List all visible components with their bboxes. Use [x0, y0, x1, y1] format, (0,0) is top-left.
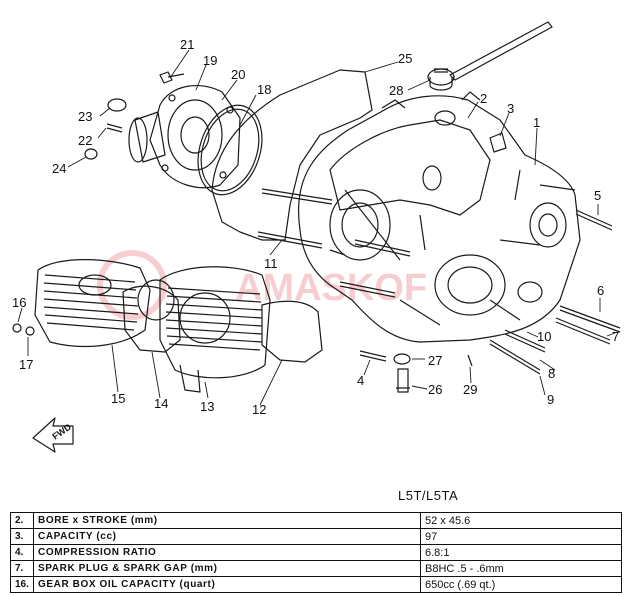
intake-spigot-part	[84, 98, 166, 163]
spec-value: 52 x 45.6	[420, 512, 622, 529]
callout-4: 4	[357, 373, 365, 388]
callout-9: 9	[547, 392, 555, 407]
head-gasket-part	[122, 279, 181, 353]
crankcase-gasket-part	[211, 69, 373, 241]
spec-label: BORE x STROKE (mm)	[33, 512, 421, 529]
exploded-engine-diagram: AMASKOF	[12, 21, 621, 453]
callout-27: 27	[428, 353, 443, 368]
dipstick-part	[427, 21, 553, 91]
callout-13: 13	[200, 399, 215, 414]
callout-3: 3	[507, 101, 515, 116]
callout-28: 28	[389, 83, 404, 98]
cylinder-part	[159, 266, 271, 393]
callout-19: 19	[203, 53, 218, 68]
spec-value: 97	[420, 528, 622, 545]
oring-part	[197, 104, 263, 196]
spec-num: 2.	[10, 512, 34, 529]
spec-row: 2.BORE x STROKE (mm)52 x 45.6	[10, 512, 622, 529]
callout-17: 17	[19, 357, 34, 372]
callout-10: 10	[537, 329, 552, 344]
callout-15: 15	[111, 391, 126, 406]
callout-7: 7	[612, 329, 620, 344]
spec-num: 3.	[10, 528, 34, 545]
callout-6: 6	[597, 283, 605, 298]
callout-23: 23	[78, 109, 93, 124]
spec-num: 4.	[10, 544, 34, 561]
callout-5: 5	[594, 188, 602, 203]
spec-value: 650cc (.69 qt.)	[420, 576, 622, 593]
oring-inner	[200, 108, 260, 192]
watermark-text: AMASKOF	[235, 267, 427, 309]
callout-11: 11	[264, 256, 278, 271]
spec-value: 6.8:1	[420, 544, 622, 561]
spec-label: CAPACITY (cc)	[33, 528, 421, 545]
callout-20: 20	[231, 67, 246, 82]
callout-18: 18	[257, 82, 272, 97]
cylinder-studs	[257, 188, 411, 298]
callout-26: 26	[428, 382, 443, 397]
spec-label: GEAR BOX OIL CAPACITY (quart)	[33, 576, 421, 593]
fwd-arrow-icon: FWD	[32, 417, 74, 453]
watermark-logo: AMASKOF	[97, 250, 427, 320]
spec-row: 16.GEAR BOX OIL CAPACITY (quart)650cc (.…	[10, 576, 622, 593]
callout-14: 14	[154, 396, 169, 411]
callout-21: 21	[180, 37, 195, 52]
spec-value: B8HC .5 - .6mm	[420, 560, 622, 577]
callout-16: 16	[12, 295, 27, 310]
leader-lines	[17, 49, 616, 406]
callout-2: 2	[480, 91, 488, 106]
callout-22: 22	[78, 133, 93, 148]
spec-row: 3.CAPACITY (cc)97	[10, 528, 622, 545]
spec-num: 16.	[10, 576, 34, 593]
spec-row: 7.SPARK PLUG & SPARK GAP (mm)B8HC .5 - .…	[10, 560, 622, 577]
cylinder-head-part	[12, 259, 151, 348]
rotary-valve-cover-part	[149, 84, 241, 189]
callout-8: 8	[548, 366, 556, 381]
callout-24: 24	[52, 161, 67, 176]
spec-num: 7.	[10, 560, 34, 577]
base-gasket-part	[261, 300, 323, 363]
bolt-21	[159, 71, 185, 84]
spec-label: SPARK PLUG & SPARK GAP (mm)	[33, 560, 421, 577]
callout-29: 29	[463, 382, 478, 397]
spec-label: COMPRESSION RATIO	[33, 544, 421, 561]
model-heading: L5T/L5TA	[398, 488, 459, 503]
fasteners-right	[359, 132, 621, 393]
callout-12: 12	[252, 402, 267, 417]
callout-1: 1	[533, 115, 541, 130]
crankcase-part	[298, 91, 581, 343]
callout-25: 25	[398, 51, 413, 66]
